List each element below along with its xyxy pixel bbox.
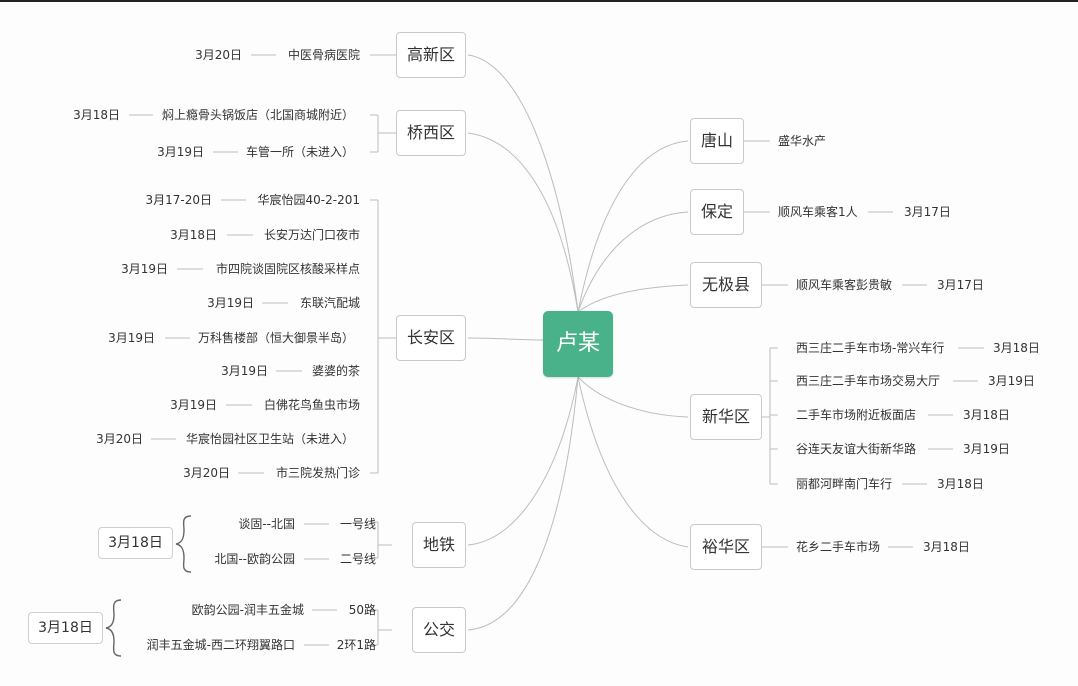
changan-date-7: 3月19日 [170,398,217,412]
changan-place-5: 万科售楼部（恒大御景半岛） [197,331,354,345]
node-metro[interactable]: 地铁 [412,522,466,568]
connector-yuhua [577,376,689,548]
metro-date-box: 3月18日 [98,527,173,559]
changan-place-6: 婆婆的茶 [311,364,360,378]
connector-gaoxin [467,54,579,313]
node-tangshan[interactable]: 唐山 [690,118,744,164]
metro-route-2: 北国--欧韵公园 [214,552,295,566]
bus-route-1: 欧韵公园-润丰五金城 [191,603,304,617]
xinhua-place-2: 西三庄二手车市场交易大厅 [796,374,941,388]
connector-bus [467,376,579,631]
top-border [0,0,1078,2]
changan-date-8: 3月20日 [96,432,143,446]
changan-date-3: 3月19日 [121,262,168,276]
xinhua-date-2: 3月19日 [988,374,1035,388]
changan-date-5: 3月19日 [108,331,155,345]
node-wuji[interactable]: 无极县 [690,262,762,308]
gaoxin-place-1: 中医骨病医院 [287,48,360,62]
connector-baoding [577,211,689,313]
changan-place-4: 东联汽配城 [299,296,360,310]
changan-place-9: 市三院发热门诊 [275,466,360,480]
changan-place-8: 华宸怡园社区卫生站（未进入） [185,432,354,446]
bus-line-1: 50路 [348,603,376,617]
wuji-date-1: 3月17日 [937,278,984,292]
node-gaoxin[interactable]: 高新区 [396,32,466,78]
changan-place-3: 市四院谈固院区核酸采样点 [215,262,360,276]
changan-date-1: 3月17-20日 [145,193,212,207]
xinhua-date-5: 3月18日 [937,477,984,491]
xinhua-place-4: 谷连天友谊大街新华路 [796,442,917,456]
changan-date-9: 3月20日 [183,466,230,480]
baoding-place-1: 顺风车乘客1人 [778,205,858,219]
metro-route-1: 谈固--北国 [238,517,295,531]
xinhua-date-3: 3月18日 [963,408,1010,422]
yuhua-place-1: 花乡二手车市场 [796,540,881,554]
xinhua-date-4: 3月19日 [963,442,1010,456]
xinhua-place-5: 丽都河畔南门车行 [796,477,893,491]
baoding-date-1: 3月17日 [904,205,951,219]
changan-place-1: 华宸怡园40-2-201 [257,193,360,207]
qiaoxi-place-2: 车管一所（未进入） [245,145,354,159]
node-qiaoxi[interactable]: 桥西区 [396,110,466,156]
connector-tangshan [577,140,689,313]
changan-date-6: 3月19日 [221,364,268,378]
changan-place-2: 长安万达门口夜市 [263,228,360,242]
tangshan-place-1: 盛华水产 [778,134,827,148]
wuji-place-1: 顺风车乘客彭贵敏 [796,278,893,292]
xinhua-place-1: 西三庄二手车市场-常兴车行 [796,341,945,355]
bus-brace [105,599,122,657]
yuhua-date-1: 3月18日 [923,540,970,554]
connector-xinhua [577,376,689,418]
connector-qiaoxi [467,132,579,313]
metro-brace [175,515,192,573]
node-baoding[interactable]: 保定 [690,189,744,235]
qiaoxi-date-1: 3月18日 [73,108,120,122]
metro-line-1: 一号线 [339,517,376,531]
xinhua-place-3: 二手车市场附近板面店 [796,408,917,422]
bus-date-box: 3月18日 [28,612,103,644]
node-xinhua[interactable]: 新华区 [690,394,762,440]
changan-place-7: 白佛花鸟鱼虫市场 [263,398,360,412]
metro-line-2: 二号线 [339,552,376,566]
connector-changan [467,337,544,341]
bus-route-2: 润丰五金城-西二环翔翼路口 [146,638,295,652]
connector-metro [467,376,579,546]
node-yuhua[interactable]: 裕华区 [690,524,762,570]
changan-date-4: 3月19日 [207,296,254,310]
connector-wuji [577,284,689,313]
node-bus[interactable]: 公交 [412,607,466,653]
center-node[interactable]: 卢某 [543,311,613,377]
bus-line-2: 2环1路 [336,638,376,652]
xinhua-date-1: 3月18日 [993,341,1040,355]
gaoxin-date-1: 3月20日 [195,48,242,62]
node-changan[interactable]: 长安区 [396,315,466,361]
qiaoxi-place-1: 焖上瘾骨头锅饭店（北国商城附近） [161,108,354,122]
changan-date-2: 3月18日 [170,228,217,242]
qiaoxi-date-2: 3月19日 [157,145,204,159]
